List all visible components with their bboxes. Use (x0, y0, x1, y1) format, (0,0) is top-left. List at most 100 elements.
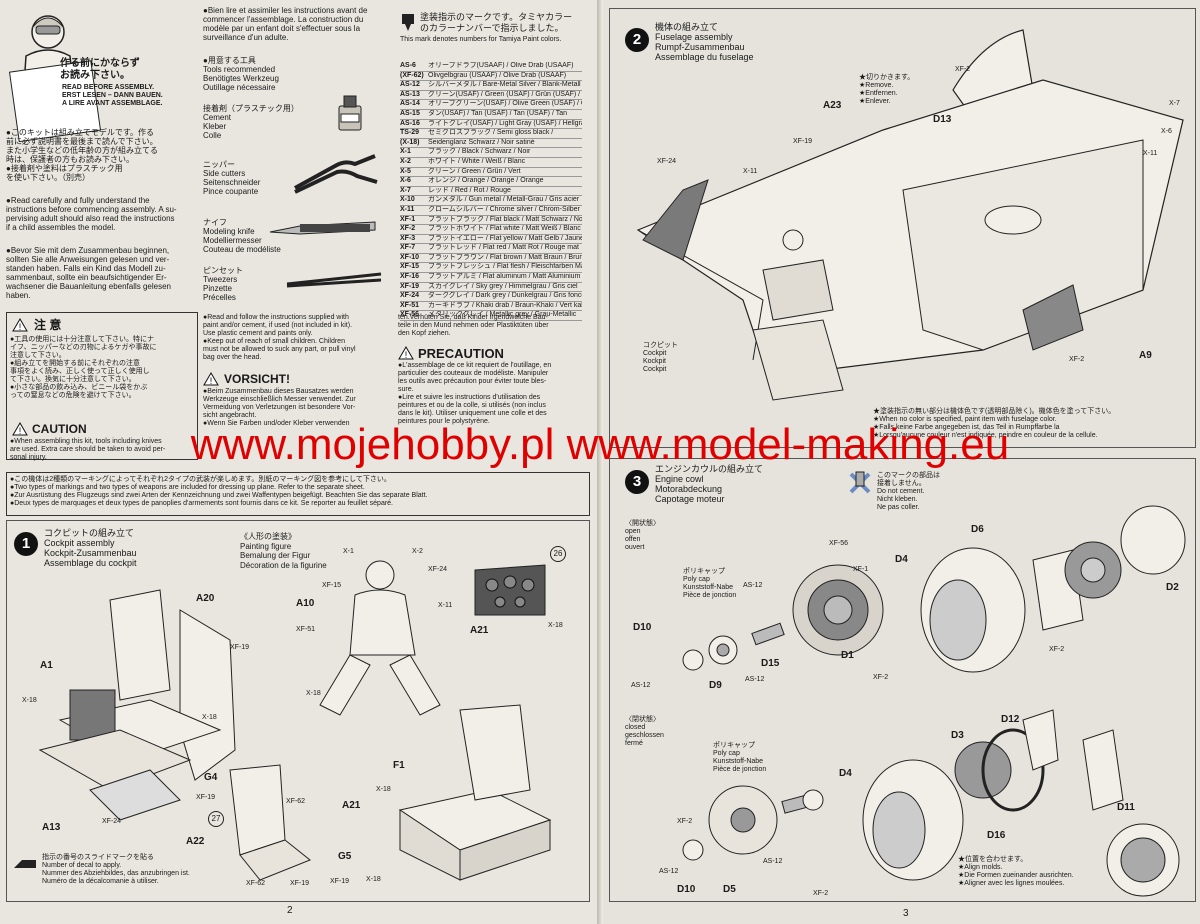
paint-name: ライトグレイ(USAF) / Light Gray (USAF) / Hellg… (428, 119, 582, 127)
right-page: 2 機体の組み立て Fuselage assembly Rumpf-Zusamm… (603, 0, 1200, 924)
intro-jp-text: ●このキットは組み立てモデルです。作る 前に必ず説明書を最後まで読んで下さい。 … (6, 128, 158, 182)
left-page: 作る前にかならず お読み下さい。 READ BEFORE ASSEMBLY. E… (0, 0, 597, 924)
paint-name: フラットブラウン / Flat brown / Matt Braun / Bru… (428, 253, 582, 261)
color-callout: XF-19 (230, 644, 250, 651)
color-callout: XF-62 (246, 880, 266, 887)
svg-text:!: ! (210, 376, 213, 386)
color-callout: XF-2 (873, 674, 889, 681)
cement-bottle-icon (338, 95, 362, 131)
cockpit-assembly-drawing (38, 589, 236, 821)
pilot-illustration (8, 15, 102, 143)
step2-frame (609, 8, 1196, 448)
decal-ref-26: 26 (550, 546, 566, 562)
fuselage-drawing (636, 29, 1184, 401)
part-label: D2 (1166, 582, 1179, 593)
color-callout: X-11 (438, 602, 453, 609)
paint-name: フラットフレッシュ / Flat flesh / Fleischfarben M… (428, 263, 582, 271)
modeling-knife-icon (269, 221, 376, 235)
part-label: A20 (196, 593, 215, 604)
side-cutters-icon (294, 154, 378, 194)
caution-title: CAUTION (32, 422, 87, 436)
warning-triangle-icon: ! (203, 372, 219, 386)
decal-note: 指示の番号のスライドマークを貼る Number of decal to appl… (42, 854, 190, 885)
paint-code: AS-6 (400, 62, 416, 69)
markings-note: ●この機体は2種類のマーキングによってそれぞれ2タイプの武装が楽しめます。別紙の… (10, 476, 428, 507)
color-callout: XF-19 (793, 138, 813, 145)
vorsicht-text: ●Beim Zusammenbau dieses Bausatzes werde… (203, 388, 356, 427)
color-callout: X-18 (366, 876, 381, 883)
paint-code: AS-15 (400, 109, 420, 117)
color-callout: X-6 (1161, 128, 1172, 135)
part-label: D6 (971, 524, 984, 535)
color-callout: X-18 (376, 786, 391, 793)
paint-code: X-6 (400, 177, 411, 185)
paint-row: (X-18)Seidenglanz Schwarz / Noir satiné (400, 139, 582, 149)
page-gutter (597, 0, 603, 924)
caution-text: ●When assembling this kit, tools includi… (10, 438, 166, 461)
part-label: F1 (393, 760, 405, 771)
seat-drawing (229, 764, 311, 881)
paint-name: Olivgelbgrau (USAAF) / Olive Drab (USAAF… (428, 71, 567, 79)
part-label: D3 (951, 730, 964, 741)
part-label: D9 (709, 680, 722, 691)
paint-code: (X-18) (400, 138, 420, 146)
step3-title: エンジンカウルの組み立て Engine cowl Motorabdeckung … (655, 464, 764, 504)
step1-figure-title: 《人形の塗装》 Painting figure Bemalung der Fig… (240, 532, 327, 570)
color-callout: XF-56 (829, 540, 849, 547)
paint-name: フラットレッド / Flat red / Matt Rot / Rouge ma… (428, 244, 579, 252)
caution-en-text: ●Read and follow the instructions suppli… (203, 314, 356, 361)
part-label: D13 (933, 114, 952, 125)
paint-code: AS-12 (400, 81, 420, 89)
paint-name: フラットホワイト / Flat white / Matt Weiß / Blan… (428, 225, 582, 233)
intro-en-text: ●Read carefully and fully understand the… (6, 196, 177, 232)
part-label: D10 (677, 884, 696, 895)
part-label: A23 (823, 100, 842, 111)
svg-text:!: ! (19, 322, 22, 332)
paint-name: オレンジ / Orange / Orange / Orange (428, 177, 544, 185)
color-callout: AS-12 (745, 676, 765, 683)
color-callout: X-18 (22, 697, 37, 704)
caution-jp-title: 注 意 (34, 318, 62, 332)
paint-row: (XF-62)Olivgelbgrau (USAAF) / Olive Drab… (400, 72, 582, 82)
paint-name: セミグロスブラック / Semi gloss black / (428, 129, 554, 137)
part-label: D4 (839, 768, 852, 779)
paint-name: フラットアルミ / Flat aluminum / Matt Aluminium (428, 273, 581, 281)
warning-triangle-icon: ! (12, 422, 28, 436)
color-callout: X-11 (743, 168, 758, 175)
color-callout: XF-2 (813, 890, 829, 897)
paint-code: XF-10 (400, 253, 420, 261)
tools-cement: 接着剤（プラスチック用） Cement Kleber Colle (203, 104, 299, 140)
intro-fr-text: ●Bien lire et assimiler les instructions… (203, 6, 368, 42)
color-callout: AS-12 (631, 682, 651, 689)
tools-tweezers: ピンセット Tweezers Pinzette Précelles (203, 266, 243, 302)
color-callout: X-2 (412, 548, 423, 555)
part-label: D16 (987, 830, 1006, 841)
color-callout: XF-2 (1069, 356, 1085, 363)
part-label: D4 (895, 554, 908, 565)
page-number-right: 3 (903, 908, 909, 919)
color-callout: XF-19 (196, 794, 216, 801)
part-label: A22 (186, 836, 205, 847)
paint-heading-en: This mark denotes numbers for Tamiya Pai… (400, 36, 562, 43)
precaution-title: PRECAUTION (418, 346, 504, 361)
step2-cockpit-label: コクピット Cockpit Kockpit Cockpit (643, 342, 678, 373)
part-label: D11 (1117, 802, 1135, 813)
instrument-panel-drawing (474, 564, 546, 616)
step3-number: 3 (625, 470, 649, 494)
pilot-figure-drawing (319, 560, 441, 716)
paint-code: X-1 (400, 148, 411, 156)
